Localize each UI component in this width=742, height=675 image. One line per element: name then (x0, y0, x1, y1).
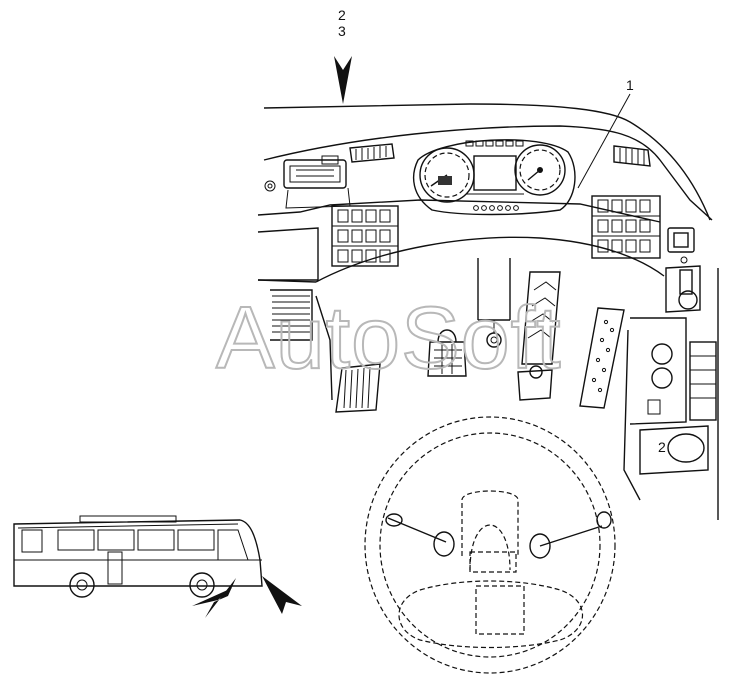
view-arrow-icon (334, 56, 352, 104)
watermark: AutoSoft (216, 288, 562, 387)
vent-left (349, 143, 395, 163)
pedal-icon (335, 271, 625, 413)
tachometer-gauge (514, 144, 566, 196)
telltale-row-top (465, 140, 524, 147)
vent-right (613, 145, 651, 167)
callout-2-top: 2 (338, 7, 346, 23)
switch-bank-right (591, 195, 661, 259)
floor-switch (427, 329, 467, 377)
switch-bank-left (331, 205, 399, 267)
callout-2-side: 2 (658, 439, 666, 455)
callout-1: 1 (626, 77, 634, 93)
dashboard-outline (257, 103, 713, 283)
rotary-knob-lower (651, 367, 673, 389)
right-lower-console (623, 317, 717, 501)
steering-wheel-icon (364, 416, 616, 674)
left-console (264, 155, 351, 209)
indicator-dots (473, 205, 519, 211)
lower-left-panel (270, 289, 333, 401)
cluster-display (473, 155, 517, 191)
ignition-icon (264, 180, 276, 192)
rotary-knob-upper (651, 343, 673, 365)
right-side-controls (665, 227, 719, 520)
instrument-cluster (412, 139, 576, 216)
callout-3-top: 3 (338, 23, 346, 39)
callout-1-leader (577, 93, 631, 189)
view-arrow-icon (205, 578, 236, 618)
view-arrow-icon (262, 576, 302, 614)
steering-column (477, 258, 511, 348)
bus-icon (13, 515, 302, 618)
